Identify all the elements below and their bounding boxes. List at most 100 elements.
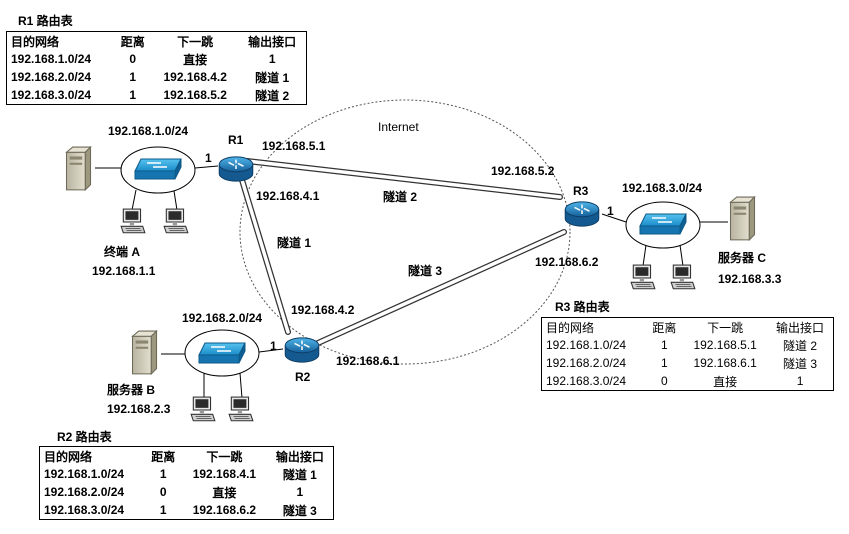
tunnel-3-label: 隧道 3	[408, 264, 443, 278]
table-cell: 1	[661, 338, 668, 352]
table-cell: 192.168.3.0/24	[546, 374, 627, 388]
table-row: 192.168.2.0/24 0 直接 1	[40, 483, 333, 501]
table-cell: 192.168.3.0/24	[44, 503, 125, 517]
r1-name-label: R1	[228, 133, 244, 147]
table-cell: 192.168.6.2	[192, 503, 257, 517]
table-cell: 192.168.5.2	[163, 88, 227, 102]
table-cell: 0	[661, 374, 668, 388]
pc-icon	[630, 264, 656, 290]
terminal-a-ip: 192.168.1.1	[92, 264, 156, 278]
table-cell: 1	[159, 467, 167, 481]
table-cell: 1	[796, 374, 804, 388]
table-cell: 隧道 2	[783, 338, 818, 353]
table-cell: 1	[296, 485, 304, 499]
table-cell: 目的网络	[11, 34, 60, 49]
r3-tunnel3-ip: 192.168.6.2	[535, 255, 599, 269]
table-cell: 0	[159, 485, 167, 499]
table-cell: 1	[661, 356, 668, 370]
table-cell: 0	[129, 52, 137, 66]
pc-icon	[228, 396, 254, 422]
table-cell: 1	[129, 88, 137, 102]
tunnel-2-pipe	[244, 158, 563, 200]
table-row: 192.168.3.0/24 1 192.168.5.2 隧道 2	[7, 86, 306, 104]
pc-icon	[670, 264, 696, 290]
table-cell: 距离	[120, 34, 145, 49]
switch-icon	[198, 342, 246, 364]
table-cell: 192.168.4.1	[192, 467, 257, 481]
table-cell: 下一跳	[707, 320, 744, 335]
server-c-name: 服务器 C	[718, 251, 767, 265]
pc-icon	[190, 396, 216, 422]
pc-icon	[163, 208, 189, 234]
table-cell: 隧道 1	[255, 70, 290, 85]
r3-table-title: R3 路由表	[555, 300, 610, 314]
table-cell: 1	[159, 503, 167, 517]
switch-icon	[134, 158, 182, 180]
table-cell: 直接	[713, 374, 738, 389]
server-b-ip: 192.168.2.3	[107, 402, 171, 416]
lan-1-label: 192.168.1.0/24	[108, 124, 189, 138]
r2-name-label: R2	[295, 370, 311, 384]
table-row: 192.168.1.0/24 0 直接 1	[7, 50, 306, 68]
router-icon	[284, 337, 320, 363]
table-row: 192.168.1.0/24 1 192.168.4.1 隧道 1	[40, 465, 333, 483]
table-cell: 隧道 3	[783, 356, 818, 371]
tunnel-2-label: 隧道 2	[383, 190, 418, 204]
r2-tunnel3-ip: 192.168.6.1	[336, 354, 400, 368]
r2-port-label: 1	[270, 339, 277, 353]
table-cell: 192.168.1.0/24	[44, 467, 125, 481]
lan-3-label: 192.168.3.0/24	[622, 181, 703, 195]
table-cell: 隧道 1	[282, 467, 317, 482]
r2-table-grid: 目的网络 距离 下一跳 输出接口 192.168.1.0/24 1 192.168.4.1 隧…	[40, 447, 333, 519]
table-cell: 下一跳	[177, 34, 214, 49]
switch-icon	[639, 213, 687, 235]
table-header-row: 目的网络 距离 下一跳 输出接口	[542, 318, 833, 336]
router-icon	[564, 201, 600, 227]
table-cell: 距离	[151, 449, 176, 464]
table-cell: 距离	[652, 320, 677, 335]
table-cell: 下一跳	[206, 449, 243, 464]
table-cell: 192.168.4.2	[163, 70, 227, 84]
r3-name-label: R3	[573, 184, 589, 198]
table-cell: 1	[268, 52, 276, 66]
table-row: 192.168.3.0/24 1 192.168.6.2 隧道 3	[40, 501, 333, 519]
table-row: 192.168.3.0/24 0 直接 1	[542, 372, 833, 390]
tunnel-1-label: 隧道 1	[277, 236, 312, 250]
table-cell: 192.168.3.0/24	[11, 88, 92, 102]
table-cell: 192.168.1.0/24	[11, 52, 92, 66]
server-c-ip: 192.168.3.3	[718, 272, 782, 286]
tunnel-1-pipe	[239, 177, 291, 335]
r2-tunnel1-ip: 192.168.4.2	[291, 303, 355, 317]
table-cell: 输出接口	[776, 320, 825, 335]
table-cell: 直接	[183, 52, 208, 67]
table-cell: 输出接口	[275, 449, 324, 464]
table-cell: 192.168.6.1	[693, 356, 757, 370]
pc-icon	[120, 208, 146, 234]
table-cell: 隧道 3	[282, 503, 317, 518]
internet-label: Internet	[378, 120, 419, 134]
r2-table-title: R2 路由表	[57, 430, 112, 444]
internet-cloud	[239, 99, 571, 365]
lan-2-label: 192.168.2.0/24	[182, 311, 263, 325]
table-cell: 直接	[212, 485, 237, 500]
table-cell: 目的网络	[546, 320, 595, 335]
tunnel-3-pipe	[315, 229, 567, 346]
table-cell: 隧道 2	[255, 88, 290, 103]
r1-table-title: R1 路由表	[18, 14, 73, 28]
table-cell: 192.168.1.0/24	[546, 338, 627, 352]
router-icon	[218, 156, 254, 182]
table-cell: 192.168.2.0/24	[44, 485, 125, 499]
table-header-row: 目的网络 距离 下一跳 输出接口	[40, 447, 333, 465]
table-cell: 目的网络	[44, 449, 93, 464]
table-header-row: 目的网络 距离 下一跳 输出接口	[7, 32, 306, 50]
table-cell: 输出接口	[248, 34, 297, 49]
terminal-a-name: 终端 A	[104, 245, 141, 259]
r3-tunnel2-ip: 192.168.5.2	[491, 164, 555, 178]
